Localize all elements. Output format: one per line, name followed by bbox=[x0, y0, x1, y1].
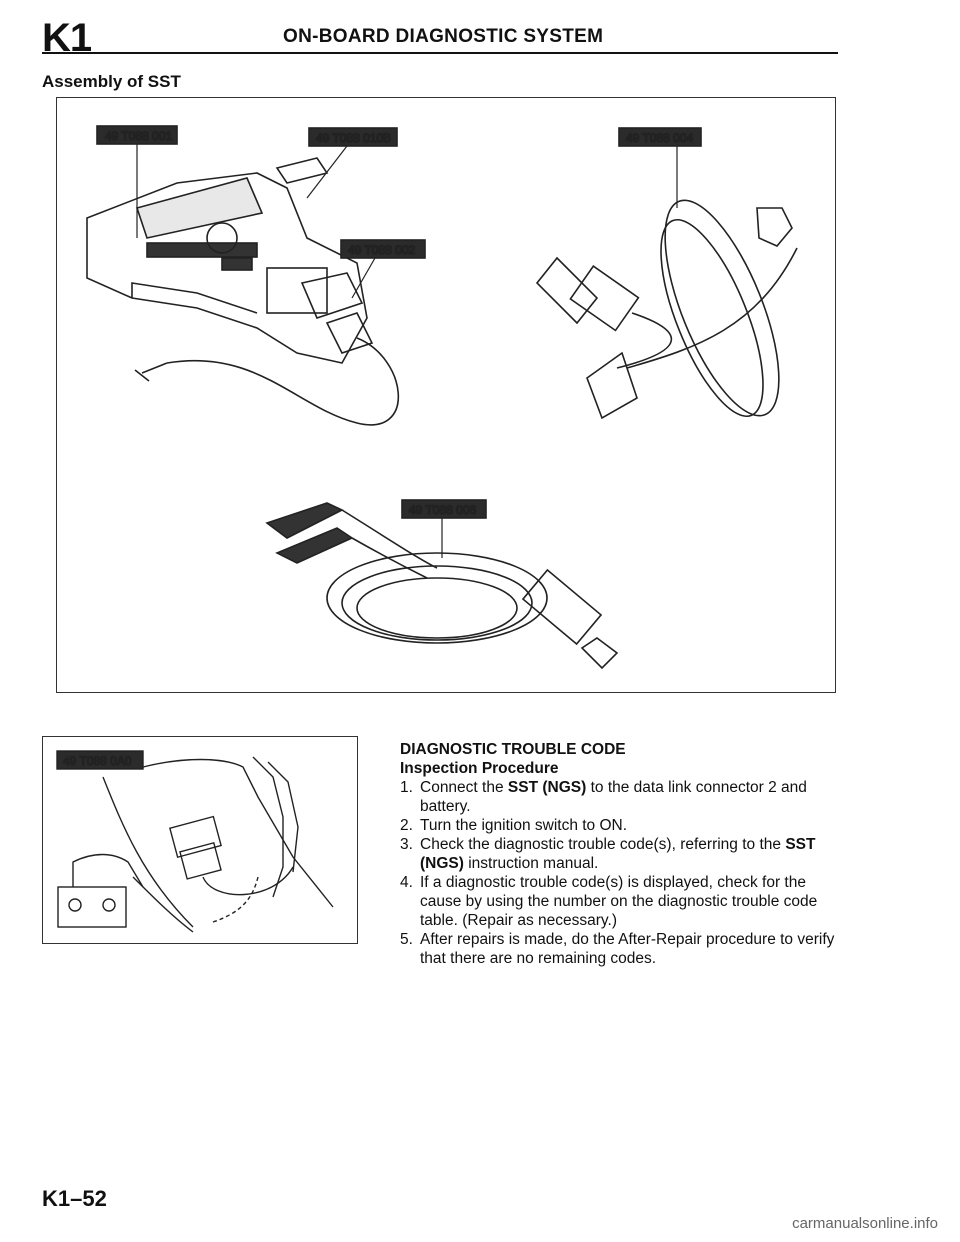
svg-text:49 T088 006: 49 T088 006 bbox=[409, 503, 476, 517]
section-heading: Assembly of SST bbox=[42, 72, 181, 91]
procedure-step: 4.If a diagnostic trouble code(s) is dis… bbox=[400, 874, 818, 929]
part-tag-004: 49 T088 004 bbox=[618, 127, 702, 147]
svg-text:49 T088 002: 49 T088 002 bbox=[348, 243, 415, 257]
sst-assembly-figure: 49 T088 001 49 T088 010B 49 T088 004 49 … bbox=[56, 97, 836, 693]
svg-text:49 T088 004: 49 T088 004 bbox=[626, 131, 693, 145]
inspection-figure: 49 T088 0A0 bbox=[42, 736, 358, 944]
svg-text:49 T088 010B: 49 T088 010B bbox=[316, 131, 391, 145]
part-tag-010b: 49 T088 010B bbox=[308, 127, 398, 147]
part-tag-002: 49 T088 002 bbox=[340, 239, 426, 259]
dtc-title: DIAGNOSTIC TROUBLE CODE bbox=[400, 741, 626, 758]
vehicle-connection-illustration bbox=[57, 756, 334, 933]
procedure-step: 3.Check the diagnostic trouble code(s), … bbox=[400, 836, 816, 872]
header-rule bbox=[42, 52, 838, 54]
svg-text:49 T088 001: 49 T088 001 bbox=[105, 129, 172, 143]
part-tag-006: 49 T088 006 bbox=[401, 499, 487, 519]
section-code: K1 bbox=[42, 16, 92, 60]
page-number: K1–52 bbox=[42, 1186, 107, 1211]
dtc-subtitle: Inspection Procedure bbox=[400, 760, 559, 777]
svg-text:49 T088 0A0: 49 T088 0A0 bbox=[63, 754, 132, 768]
procedure-step: 5.After repairs is made, do the After-Re… bbox=[400, 931, 835, 967]
part-tag-0a0: 49 T088 0A0 bbox=[56, 750, 144, 770]
procedure-step: 2.Turn the ignition switch to ON. bbox=[400, 817, 628, 834]
part-tag-001: 49 T088 001 bbox=[96, 125, 178, 145]
page-title: ON-BOARD DIAGNOSTIC SYSTEM bbox=[283, 26, 604, 47]
battery-cable-illustration bbox=[265, 502, 619, 670]
procedure-steps: 1.Connect the SST (NGS) to the data link… bbox=[400, 778, 840, 968]
ngs-tester-illustration bbox=[86, 157, 400, 426]
procedure-step: 1.Connect the SST (NGS) to the data link… bbox=[400, 779, 807, 815]
cable-set-illustration bbox=[535, 199, 798, 420]
dtc-procedure: DIAGNOSTIC TROUBLE CODE Inspection Proce… bbox=[400, 740, 840, 968]
watermark: carmanualsonline.info bbox=[792, 1215, 938, 1232]
